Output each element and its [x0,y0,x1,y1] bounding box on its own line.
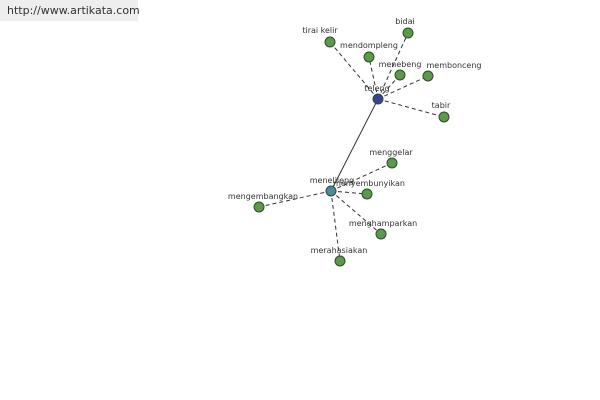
node-label-menyembunyikan[interactable]: menyembunyikan [333,179,405,188]
node-menggelar[interactable] [386,157,398,169]
nodes-layer [253,27,450,267]
labels-layer: teleng menelileng bidai tirai kelirmendompl… [228,17,482,255]
node-label-menghamparkan[interactable]: menghamparkan [349,219,417,228]
edge-menelileng-menyembunyikan [330,190,368,195]
node-label-mengembangkan[interactable]: mengembangkan [228,192,298,201]
node-label-teleng[interactable]: teleng [364,84,389,93]
source-url-label[interactable]: http://www.artikata.com [0,0,140,21]
edges-layer [258,32,445,262]
node-menebeng[interactable] [394,69,406,81]
node-merahasiakan[interactable] [334,255,346,267]
node-tabir[interactable] [438,111,450,123]
node-menyembunyikan[interactable] [361,188,373,200]
node-menghamparkan[interactable] [375,228,387,240]
node-label-membonceng[interactable]: membonceng [426,61,481,70]
node-label-menelileng[interactable]: menelileng [310,176,354,185]
node-label-tabir[interactable]: tabir [432,101,451,110]
node-label-mendompleng[interactable]: mendompleng [340,41,398,50]
edge-menelileng-menghamparkan [330,190,382,235]
edge-teleng-tabir [377,98,445,118]
node-tirai-kelir[interactable] [324,36,336,48]
node-label-menebeng[interactable]: menebeng [379,60,422,69]
node-mengembangkan[interactable] [253,201,265,213]
edge-teleng-tirai-kelir [329,41,379,100]
edge-teleng-membonceng [377,75,429,100]
node-label-bidai[interactable]: bidai [395,17,415,26]
node-teleng[interactable] [372,93,384,105]
edge-teleng-mendompleng [368,56,379,100]
node-label-menggelar[interactable]: menggelar [369,148,413,157]
edge-menelileng-mengembangkan [258,190,332,208]
node-menelileng[interactable] [325,185,337,197]
edge-teleng-menebeng [377,74,401,100]
edge-teleng-menelileng [330,98,379,192]
node-membonceng[interactable] [422,70,434,82]
node-bidai[interactable] [402,27,414,39]
edge-teleng-bidai [377,32,409,100]
node-mendompleng[interactable] [363,51,375,63]
edge-menelileng-merahasiakan [330,190,341,262]
node-label-merahasiakan[interactable]: merahasiakan [311,246,368,255]
node-label-tirai-kelir[interactable]: tirai kelir [302,26,338,35]
